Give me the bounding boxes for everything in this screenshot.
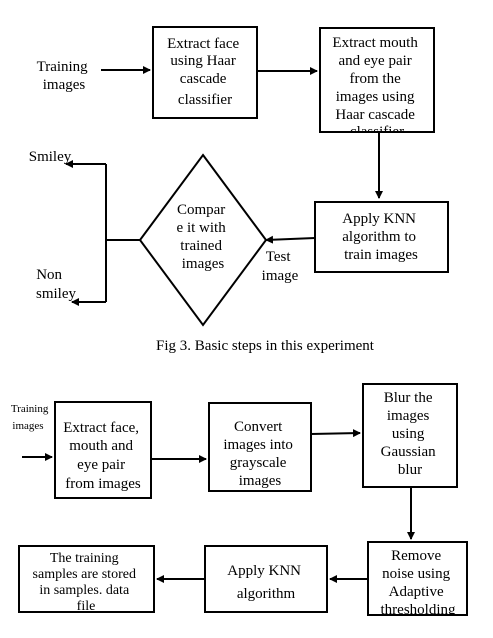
fig4-box-remove-noise-text: Remove noise using Adaptive thresholding bbox=[381, 548, 456, 618]
fig4-box-grayscale-text: Convert images into grayscale images bbox=[223, 419, 296, 489]
fig4-box-blur-text: Blur the images using Gaussian blur bbox=[381, 390, 440, 478]
fig3-output-non-smiley: Non smiley bbox=[36, 267, 76, 302]
fig3-box-extract-face bbox=[152, 26, 258, 119]
fig4-box-blur bbox=[362, 383, 458, 488]
fig4-arrow-grayscale-to-blur bbox=[310, 429, 361, 438]
fig3-diamond-compare-text: Compar e it with trained images bbox=[177, 202, 230, 272]
fig3-box-extract-mouth-text: Extract mouth and eye pair from the imag… bbox=[332, 35, 421, 140]
fig4-input-label: Training images bbox=[11, 403, 51, 432]
fig4-box-store-text: The training samples are stored in sampl… bbox=[33, 551, 140, 614]
fig3-diamond-compare bbox=[138, 153, 268, 327]
fig3-caption: Fig 3. Basic steps in this experiment bbox=[156, 338, 375, 354]
fig3-input-label: Training images bbox=[37, 59, 92, 93]
fig3-box-apply-knn bbox=[314, 201, 449, 273]
fig3-box-extract-mouth bbox=[319, 27, 435, 133]
fig4-box-store bbox=[18, 545, 155, 613]
fig3-output-smiley: Smiley bbox=[29, 149, 72, 165]
fig3-test-image-label: Test image bbox=[262, 249, 299, 284]
fig4-box-grayscale bbox=[208, 402, 312, 492]
fig3-box-extract-face-text: Extract face using Haar cascade classifi… bbox=[167, 36, 243, 108]
fig3-arrow-knn-to-compare bbox=[265, 235, 316, 244]
fig4-box-apply-knn bbox=[204, 545, 328, 613]
fig4-box-remove-noise bbox=[367, 541, 468, 616]
fig4-box-extract bbox=[54, 401, 152, 499]
fig4-box-extract-text: Extract face, mouth and eye pair from im… bbox=[63, 420, 143, 492]
fig3-box-apply-knn-text: Apply KNN algorithm to train images bbox=[342, 211, 420, 263]
fig4-box-apply-knn-text: Apply KNN algorithm bbox=[227, 563, 305, 602]
figure-3: Training images Extract face using Haar … bbox=[29, 26, 449, 354]
figure-4: Training images Extract face, mouth and … bbox=[11, 383, 468, 618]
